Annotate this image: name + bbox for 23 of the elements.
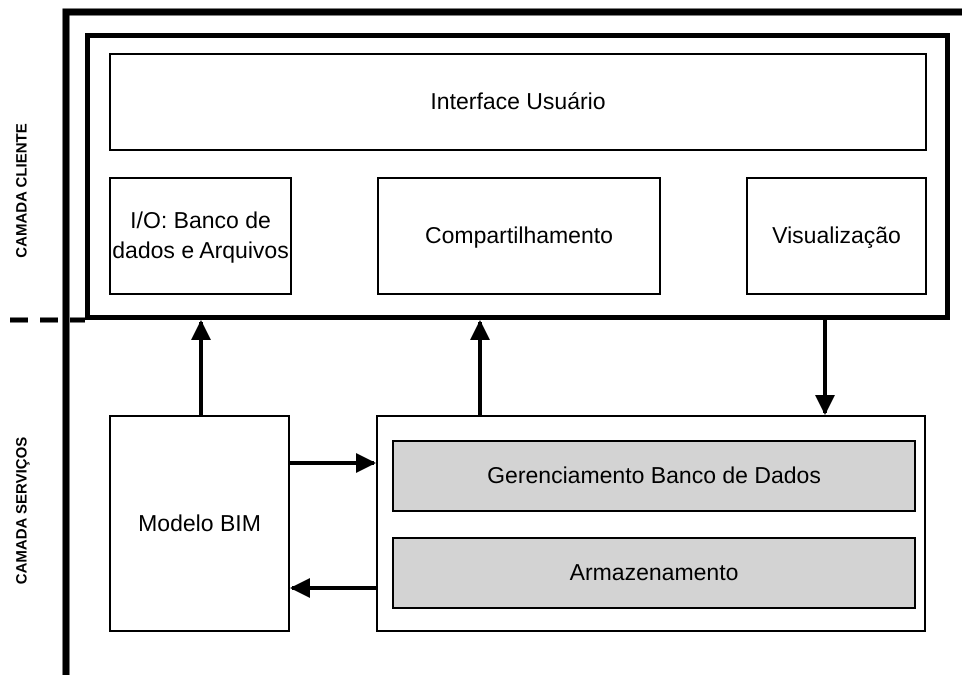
process-box [109, 53, 927, 151]
box-label: Gerenciamento Banco de Dados [487, 461, 821, 490]
arrow [290, 578, 376, 598]
process-box [109, 415, 290, 632]
box-label: Visualização [772, 221, 901, 250]
layer-label: CAMADA SERVIÇOS [13, 436, 30, 584]
arrow [815, 320, 835, 415]
process-box [746, 177, 927, 295]
process-box [109, 177, 292, 295]
layer-container-box [376, 415, 926, 632]
box-label: Interface Usuário [430, 87, 606, 116]
process-box [392, 440, 916, 512]
arrow [470, 320, 490, 415]
process-box [392, 537, 916, 609]
box-label: Armazenamento [570, 558, 738, 588]
arrow [290, 453, 376, 473]
layer-container-box [85, 33, 950, 320]
box-label: Compartilhamento [425, 221, 613, 250]
box-label: I/O: Banco de dados e Arquivos [111, 206, 290, 265]
process-box [377, 177, 661, 295]
arrow [191, 320, 211, 415]
layer-label: CAMADA CLIENTE [14, 122, 31, 258]
box-label: Modelo BIM [138, 508, 261, 538]
